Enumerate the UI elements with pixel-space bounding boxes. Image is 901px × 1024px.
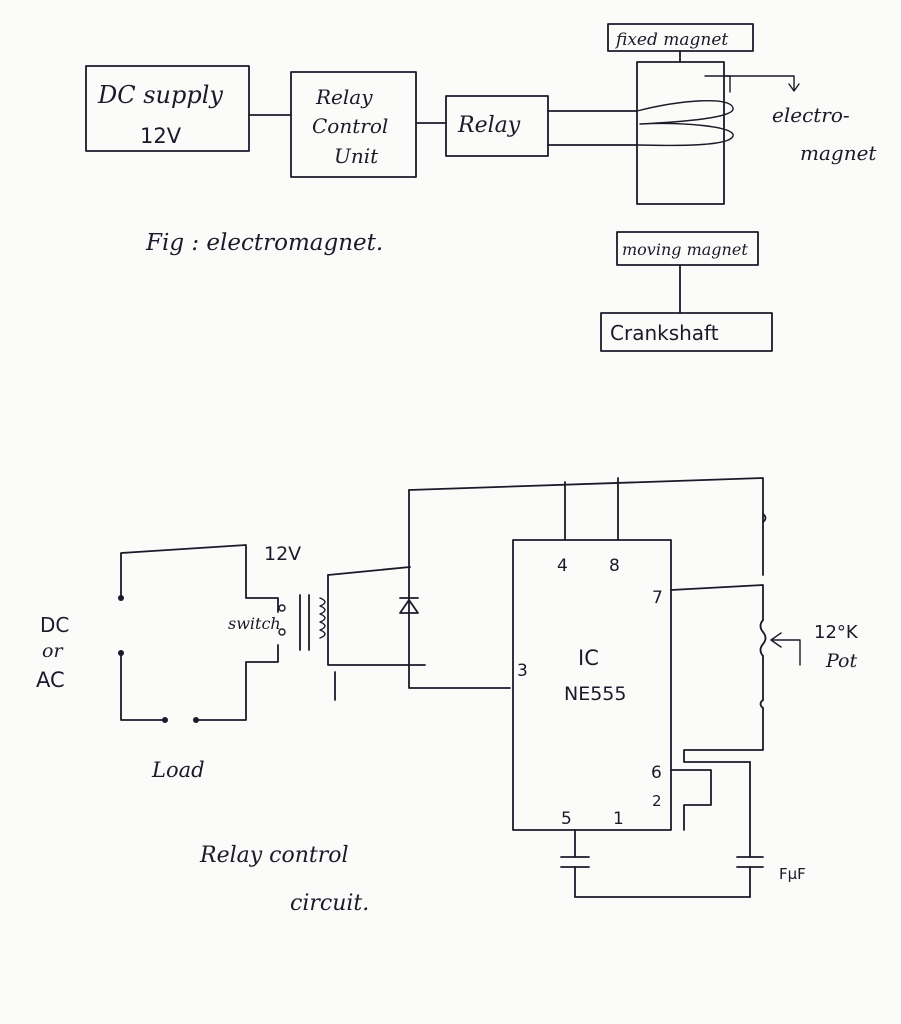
ic-label: IC	[578, 646, 599, 670]
crankshaft-block: Crankshaft	[600, 312, 773, 352]
pin-7: 7	[652, 588, 663, 608]
pin-8: 8	[609, 556, 620, 576]
load-terminal-left	[162, 717, 168, 723]
control-capacitor	[560, 829, 590, 898]
fixed-magnet-label: fixed magnet	[614, 30, 728, 50]
pin-6: 6	[651, 763, 662, 783]
dc-supply-label: DC supply	[97, 81, 223, 109]
electromagnet-label-1: electro-	[772, 103, 850, 127]
source-label-or: or	[42, 640, 64, 662]
wire-source-bottom	[120, 652, 166, 721]
ic-part-number: NE555	[564, 683, 626, 705]
wire-top-rail	[408, 477, 764, 523]
source-terminal-top	[118, 595, 124, 601]
pin-3: 3	[517, 661, 528, 681]
electromagnet-label-group: electro- magnet	[725, 75, 877, 165]
load-terminal-right	[193, 717, 199, 723]
fixed-magnet-block: fixed magnet	[607, 23, 754, 63]
relay-coil	[319, 566, 426, 701]
relay-control-circuit: DC or AC Load switch 12V	[36, 477, 859, 916]
pot-value: 12°K	[814, 622, 859, 643]
diode	[399, 489, 511, 689]
switch-contact-bottom	[278, 628, 286, 636]
wire-load-to-switch	[195, 644, 279, 721]
ic-ne555: IC NE555 4 8 7 3 6 2 5 1	[512, 539, 672, 831]
moving-magnet-block: moving magnet	[616, 231, 759, 266]
block-diagram: DC supply 12V Relay Control Unit Relay	[85, 23, 877, 352]
dc-supply-voltage: 12V	[140, 124, 182, 148]
pin-2: 2	[652, 792, 662, 810]
pin-4: 4	[557, 556, 568, 576]
timing-capacitor: FµF	[736, 844, 806, 898]
relay-control-label-1: Relay	[315, 85, 373, 109]
wire-pin6-pin2	[670, 769, 712, 831]
source-label-dc: DC	[40, 613, 69, 637]
relay-control-unit-block: Relay Control Unit	[290, 71, 417, 178]
dc-supply-block: DC supply 12V	[85, 65, 250, 152]
pin-1: 1	[613, 809, 624, 829]
pin-5: 5	[561, 809, 572, 829]
electromagnet-core	[636, 61, 734, 205]
moving-magnet-label: moving magnet	[622, 240, 748, 259]
switch-contact-top	[278, 604, 286, 612]
timing-resistors	[670, 513, 767, 763]
source-terminal-bottom	[118, 650, 124, 656]
pot-label: Pot	[825, 650, 857, 672]
relay-control-label-2: Control	[312, 114, 388, 138]
relay-label: Relay	[457, 113, 521, 138]
switch-label: switch	[228, 614, 281, 633]
block-diagram-caption: Fig : electromagnet.	[145, 230, 383, 256]
pot: 12°K Pot	[770, 622, 859, 672]
electromagnet-label-2: magnet	[800, 141, 877, 165]
voltage-label: 12V	[264, 543, 301, 565]
relay-block: Relay	[445, 95, 549, 157]
timing-cap-label: FµF	[779, 865, 806, 883]
wire-source-top	[120, 544, 279, 613]
relay-control-label-3: Unit	[334, 144, 379, 168]
source-label-ac: AC	[36, 668, 65, 692]
crankshaft-label: Crankshaft	[610, 321, 719, 345]
load-label: Load	[151, 758, 205, 782]
circuit-caption-1: Relay control	[199, 843, 349, 868]
circuit-caption-2: circuit.	[290, 891, 369, 916]
